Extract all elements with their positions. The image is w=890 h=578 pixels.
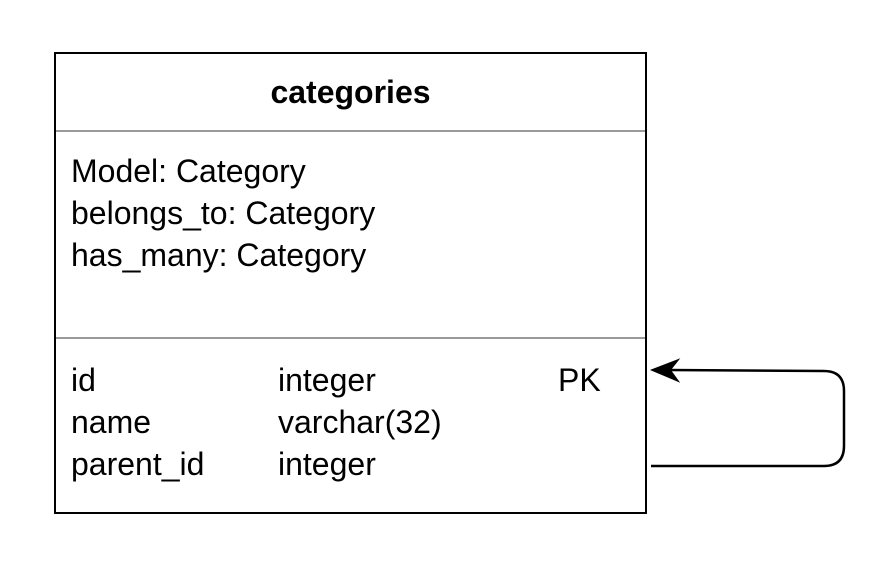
column-name-id: id [71, 362, 96, 398]
model-line: Model: Category [71, 153, 306, 189]
arrowhead-icon [649, 358, 681, 383]
model-info-section: Model: Category belongs_to: Category has… [71, 150, 375, 276]
column-type-id: integer [278, 362, 376, 398]
column-type-name: varchar(32) [278, 404, 442, 440]
primary-key-label: PK [558, 362, 601, 398]
column-name-name: name [71, 404, 152, 440]
belongs-to-line: belongs_to: Category [71, 195, 376, 231]
self-reference-line [651, 368, 846, 468]
categories-table[interactable]: categories Model: Category belongs_to: C… [54, 52, 647, 514]
column-type-parent-id: integer [278, 446, 376, 482]
title-divider [56, 130, 645, 132]
column-name-parent-id: parent_id [71, 446, 205, 482]
columns-divider [56, 337, 645, 339]
has-many-line: has_many: Category [71, 237, 367, 273]
table-title: categories [270, 73, 431, 110]
